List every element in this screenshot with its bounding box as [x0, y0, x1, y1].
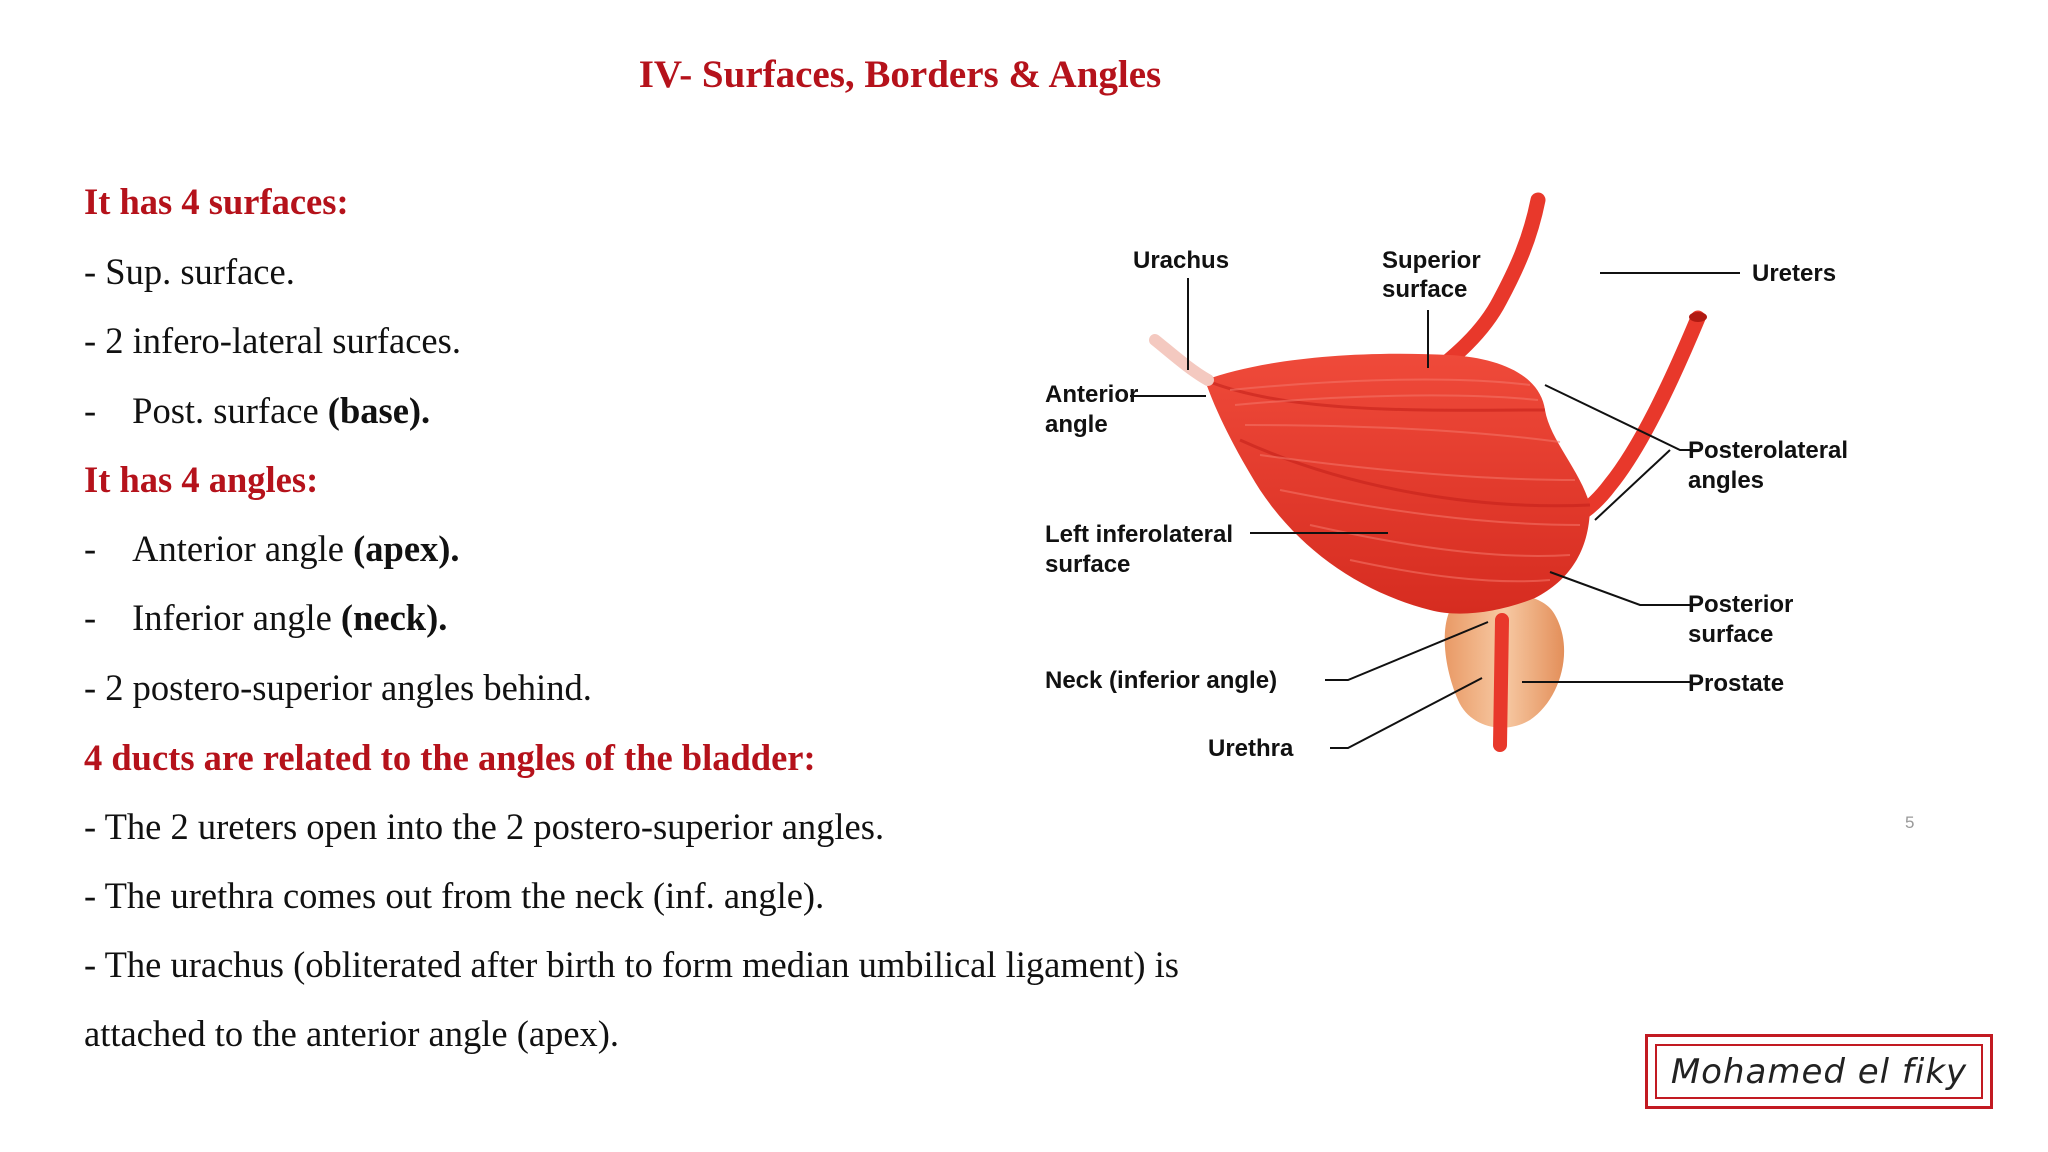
signature-text: Mohamed el fiky	[1670, 1051, 1968, 1092]
surface-item: - 2 infero-lateral surfaces.	[84, 320, 461, 361]
duct-item: - The urethra comes out from the neck (i…	[84, 875, 825, 916]
label-left-inferolateral-2: surface	[1045, 551, 1130, 578]
bladder-diagram: Urachus Superior surface Ureters Anterio…	[1045, 192, 1848, 762]
angle-text: Anterior angle	[132, 528, 354, 569]
slide-title: IV- Surfaces, Borders & Angles	[638, 53, 1162, 96]
angle-item: -Inferior angle (neck).	[84, 597, 448, 638]
surface-text: Post. surface	[132, 390, 328, 431]
angles-heading: It has 4 angles:	[84, 459, 319, 500]
surface-item: -Post. surface (base).	[84, 390, 431, 431]
urachus-tube	[1149, 334, 1214, 386]
signature-stamp: Mohamed el fiky	[1645, 1034, 1993, 1109]
label-ureters: Ureters	[1752, 260, 1836, 287]
angle-item: -Anterior angle (apex).	[84, 528, 460, 569]
urethra-tube	[1493, 613, 1509, 752]
angle-item: - 2 postero-superior angles behind.	[84, 667, 592, 708]
surface-item: - Sup. surface.	[84, 251, 295, 292]
bladder-shape	[1205, 353, 1590, 614]
label-superior-surface: Superior	[1382, 247, 1481, 274]
duct-item: - The urachus (obliterated after birth t…	[84, 944, 1179, 985]
label-posterolateral: Posterolateral	[1688, 437, 1848, 464]
dash: -	[84, 528, 97, 569]
label-superior-surface-2: surface	[1382, 276, 1467, 303]
surfaces-heading: It has 4 surfaces:	[84, 181, 349, 222]
label-neck: Neck (inferior angle)	[1045, 667, 1277, 694]
label-anterior-angle-2: angle	[1045, 411, 1108, 438]
label-posterolateral-2: angles	[1688, 467, 1764, 494]
duct-item: attached to the anterior angle (apex).	[84, 1013, 620, 1054]
label-urethra: Urethra	[1208, 735, 1294, 762]
page-number: 5	[1905, 813, 1915, 832]
label-anterior-angle: Anterior	[1045, 381, 1138, 408]
dash: -	[84, 390, 97, 431]
right-ureter	[1562, 310, 1706, 528]
label-prostate: Prostate	[1688, 670, 1784, 697]
surface-bold: (base).	[327, 390, 431, 431]
angle-bold: (neck).	[340, 597, 448, 638]
ducts-heading: 4 ducts are related to the angles of the…	[84, 737, 816, 778]
dash: -	[84, 597, 97, 638]
label-posterior-surface: Posterior	[1688, 591, 1793, 618]
duct-item: - The 2 ureters open into the 2 postero-…	[84, 806, 885, 847]
angle-bold: (apex).	[353, 528, 460, 569]
label-left-inferolateral: Left inferolateral	[1045, 521, 1233, 548]
label-posterior-surface-2: surface	[1688, 621, 1773, 648]
angle-text: Inferior angle	[132, 597, 341, 638]
label-urachus: Urachus	[1133, 247, 1229, 274]
